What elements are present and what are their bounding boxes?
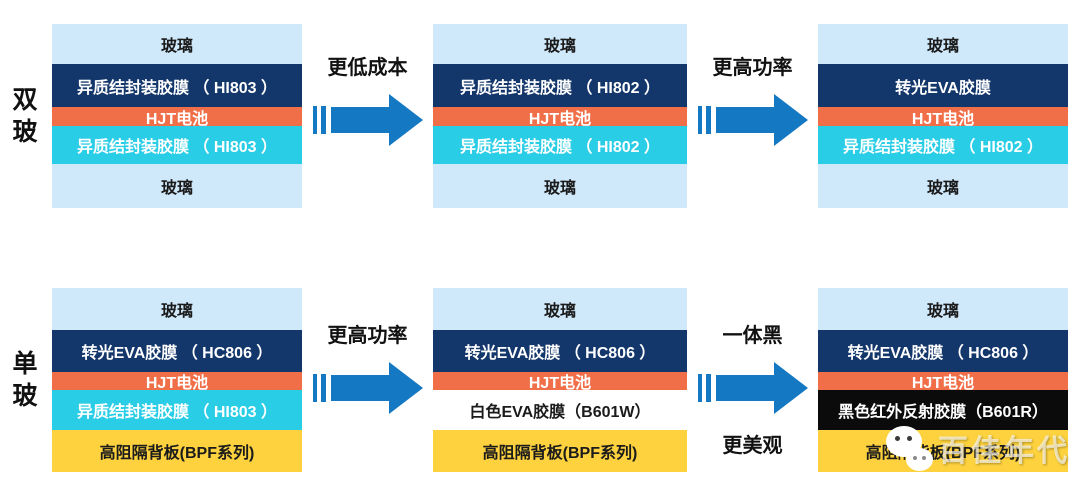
arrow-right-icon xyxy=(697,362,808,414)
layer-front-encapsulant: 转光EVA胶膜 （ HC806 ） xyxy=(433,330,687,372)
layer-hjt-cell: HJT电池 xyxy=(52,372,302,392)
layer-rear-encapsulant: 异质结封装胶膜 （ HI803 ） xyxy=(52,390,302,430)
arrow-caption: 更高功率 xyxy=(327,325,408,347)
row-label-single-glass: 单玻 xyxy=(9,350,37,414)
layer-front-encapsulant: 转光EVA胶膜 xyxy=(818,64,1068,107)
module-stack-double-glass-hi803: 玻璃 异质结封装胶膜 （ HI803 ） HJT电池 异质结封装胶膜 （ HI8… xyxy=(52,24,302,208)
layer-white-eva-film: 白色EVA胶膜（B601W） xyxy=(433,390,687,430)
layer-rear-encapsulant: 异质结封装胶膜 （ HI802 ） xyxy=(433,126,687,164)
module-stack-single-glass-black-film: 玻璃 转光EVA胶膜 （ HC806 ） HJT电池 黑色红外反射胶膜（B601… xyxy=(818,288,1068,472)
arrow-caption: 更高功率 xyxy=(712,57,793,79)
module-stack-double-glass-eva: 玻璃 转光EVA胶膜 HJT电池 异质结封装胶膜 （ HI802 ） 玻璃 xyxy=(818,24,1068,208)
arrow-caption-top: 一体黑 xyxy=(722,325,783,347)
layer-front-encapsulant: 转光EVA胶膜 （ HC806 ） xyxy=(52,330,302,372)
arrow-caption: 更低成本 xyxy=(327,57,408,79)
layer-glass-front: 玻璃 xyxy=(52,24,302,64)
layer-glass-back: 玻璃 xyxy=(818,164,1068,208)
watermark-text: 百佳年代 xyxy=(938,435,1070,468)
layer-rear-encapsulant: 异质结封装胶膜 （ HI803 ） xyxy=(52,126,302,164)
layer-hjt-cell: HJT电池 xyxy=(433,107,687,128)
layer-rear-encapsulant: 异质结封装胶膜 （ HI802 ） xyxy=(818,126,1068,164)
layer-glass-back: 玻璃 xyxy=(433,164,687,208)
layer-glass-front: 玻璃 xyxy=(818,24,1068,64)
layer-hjt-cell: HJT电池 xyxy=(52,107,302,128)
layer-backsheet: 高阻隔背板(BPF系列) xyxy=(433,430,687,472)
arrow-caption-bottom: 更美观 xyxy=(722,435,783,457)
layer-hjt-cell: HJT电池 xyxy=(818,372,1068,392)
transition-all-black: 一体黑 更美观 xyxy=(687,322,818,460)
arrow-right-icon xyxy=(697,94,808,146)
arrow-right-icon xyxy=(312,94,423,146)
layer-glass-front: 玻璃 xyxy=(433,24,687,64)
arrow-right-icon xyxy=(312,362,423,414)
layer-glass-front: 玻璃 xyxy=(433,288,687,330)
layer-glass-front: 玻璃 xyxy=(818,288,1068,330)
transition-higher-power-bottom: 更高功率 xyxy=(302,322,433,416)
layer-hjt-cell: HJT电池 xyxy=(818,107,1068,128)
module-stack-double-glass-hi802: 玻璃 异质结封装胶膜 （ HI802 ） HJT电池 异质结封装胶膜 （ HI8… xyxy=(433,24,687,208)
wechat-logo-icon xyxy=(880,422,934,474)
layer-backsheet: 高阻隔背板(BPF系列) xyxy=(818,430,1068,472)
module-stack-single-glass-white-eva: 玻璃 转光EVA胶膜 （ HC806 ） HJT电池 白色EVA胶膜（B601W… xyxy=(433,288,687,472)
module-stack-single-glass-hi803: 玻璃 转光EVA胶膜 （ HC806 ） HJT电池 异质结封装胶膜 （ HI8… xyxy=(52,288,302,472)
transition-higher-power-top: 更高功率 xyxy=(687,54,818,148)
transition-lower-cost: 更低成本 xyxy=(302,54,433,148)
layer-black-ir-film: 黑色红外反射胶膜（B601R） xyxy=(818,390,1068,430)
layer-backsheet: 高阻隔背板(BPF系列) xyxy=(52,430,302,472)
layer-glass-front: 玻璃 xyxy=(52,288,302,330)
layer-front-encapsulant: 异质结封装胶膜 （ HI802 ） xyxy=(433,64,687,107)
layer-front-encapsulant: 转光EVA胶膜 （ HC806 ） xyxy=(818,330,1068,372)
watermark: 百佳年代 xyxy=(880,422,1070,474)
layer-front-encapsulant: 异质结封装胶膜 （ HI803 ） xyxy=(52,64,302,107)
layer-glass-back: 玻璃 xyxy=(52,164,302,208)
row-label-double-glass: 双玻 xyxy=(9,86,37,150)
layer-hjt-cell: HJT电池 xyxy=(433,372,687,392)
